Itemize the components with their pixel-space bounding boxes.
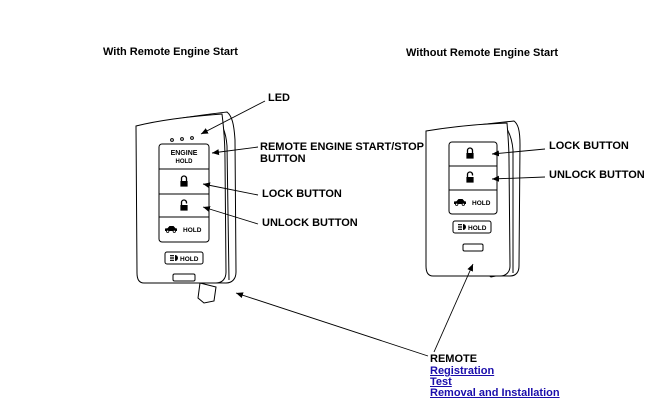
callout-res-button: REMOTE ENGINE START/STOP BUTTON (260, 141, 424, 165)
lights-hold-label: HOLD (180, 256, 199, 263)
leader-engine-button (211, 146, 259, 156)
remote-label: REMOTE (430, 353, 478, 365)
callout-led: LED (268, 92, 290, 104)
registration-link[interactable]: Registration (430, 365, 495, 377)
bottom-slot (462, 243, 484, 252)
callout-unlock-right: UNLOCK BUTTON (549, 169, 645, 181)
callout-unlock-left: UNLOCK BUTTON (262, 217, 358, 229)
fob-with-remote-start (135, 111, 237, 304)
bottom-slot (172, 273, 196, 282)
callout-res-button-line2: BUTTON (260, 153, 306, 165)
test-link[interactable]: Test (430, 376, 452, 388)
remote-callout: REMOTE Registration Test Removal and Ins… (430, 353, 560, 399)
fob-without-remote-start (425, 120, 521, 278)
trunk-hold-label: HOLD (472, 200, 491, 207)
leader-lock-left (202, 182, 259, 196)
led-indicator (190, 136, 194, 140)
leader-unlock-left (202, 206, 259, 225)
led-indicator (170, 138, 174, 142)
heading-without-remote-start: Without Remote Engine Start (406, 47, 559, 59)
engine-label: ENGINE (171, 150, 198, 157)
callout-res-button-line1: REMOTE ENGINE START/STOP (260, 141, 424, 153)
panic-button (164, 251, 204, 265)
callout-lock-right: LOCK BUTTON (549, 140, 629, 152)
callout-lock-left: LOCK BUTTON (262, 188, 342, 200)
leader-unlock-right (491, 175, 546, 182)
led-indicator (180, 137, 184, 141)
leader-remote-left (235, 292, 429, 357)
engine-hold-label: HOLD (176, 159, 194, 165)
key-blade (197, 282, 217, 304)
trunk-hold-label: HOLD (183, 227, 202, 234)
panic-button (452, 220, 492, 234)
leader-lock-right (491, 148, 546, 157)
lights-hold-label: HOLD (468, 225, 487, 232)
leader-remote-right (433, 263, 474, 353)
leader-led (200, 100, 266, 135)
heading-with-remote-start: With Remote Engine Start (103, 46, 238, 58)
removal-installation-link[interactable]: Removal and Installation (430, 387, 560, 399)
